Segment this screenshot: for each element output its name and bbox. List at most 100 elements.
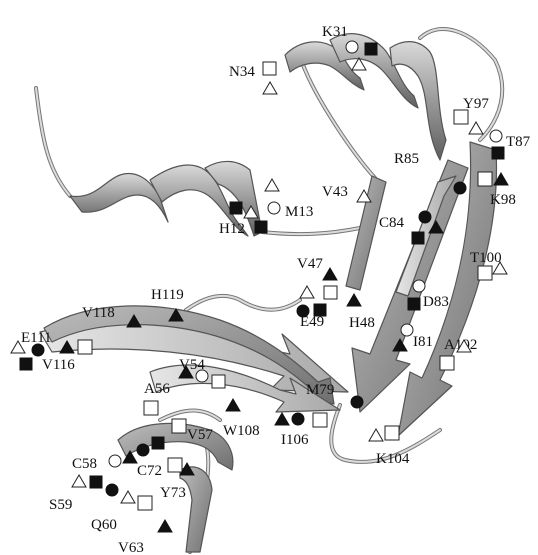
mk-filled-circle xyxy=(453,181,467,195)
mk-filled-triangle xyxy=(179,462,195,476)
mk-open-triangle xyxy=(71,474,87,488)
mk-open-square xyxy=(143,400,159,416)
mk-open-circle xyxy=(412,279,426,293)
mk-open-triangle xyxy=(120,490,136,504)
mk-filled-square xyxy=(411,231,425,245)
mk-open-triangle xyxy=(456,339,472,353)
mk-filled-square xyxy=(313,303,327,317)
mk-filled-triangle xyxy=(168,308,184,322)
label-V57: V57 xyxy=(187,427,213,443)
mk-filled-square xyxy=(151,436,165,450)
mk-filled-triangle xyxy=(178,365,194,379)
label-T87: T87 xyxy=(506,134,531,150)
label-N34: N34 xyxy=(229,64,255,80)
mk-open-triangle xyxy=(468,121,484,135)
mk-filled-circle xyxy=(296,304,310,318)
mk-open-triangle xyxy=(299,285,315,299)
label-V116: V116 xyxy=(42,357,75,373)
label-C72: C72 xyxy=(137,463,162,479)
mk-filled-triangle xyxy=(428,220,444,234)
label-V43: V43 xyxy=(322,184,348,200)
mk-filled-square xyxy=(491,146,505,160)
mk-filled-circle xyxy=(105,483,119,497)
label-E49: E49 xyxy=(300,314,324,330)
label-K31: K31 xyxy=(322,24,348,40)
mk-open-circle xyxy=(267,201,281,215)
label-Q60: Q60 xyxy=(91,517,117,533)
label-M79: M79 xyxy=(306,382,334,398)
label-S59: S59 xyxy=(49,497,72,513)
mk-open-circle xyxy=(400,323,414,337)
mk-open-square xyxy=(323,285,338,300)
mk-filled-triangle xyxy=(322,267,338,281)
mk-open-triangle xyxy=(492,261,508,275)
mk-filled-triangle xyxy=(346,293,362,307)
residue-markers xyxy=(10,40,509,533)
mk-filled-square xyxy=(254,220,268,234)
mk-open-square xyxy=(477,265,493,281)
mk-open-square xyxy=(312,412,328,428)
residue-labels: K31 N34 Y97 T87 V43 R85 M13 H12 K98 C84 … xyxy=(21,24,531,555)
mk-filled-triangle xyxy=(122,450,138,464)
mk-filled-circle xyxy=(31,343,45,357)
label-V63: V63 xyxy=(118,540,144,555)
label-Y97: Y97 xyxy=(463,96,489,112)
mk-open-triangle xyxy=(264,178,280,192)
mk-filled-triangle xyxy=(225,398,241,412)
label-V118: V118 xyxy=(82,305,115,321)
mk-filled-circle xyxy=(136,443,150,457)
label-H119: H119 xyxy=(151,287,184,303)
label-C58: C58 xyxy=(72,456,97,472)
label-R85: R85 xyxy=(394,151,419,167)
mk-open-square xyxy=(171,418,187,434)
mk-filled-circle xyxy=(350,395,364,409)
label-Y73: Y73 xyxy=(160,485,186,501)
mk-open-triangle xyxy=(356,189,372,203)
mk-open-square xyxy=(137,495,153,511)
mk-filled-triangle xyxy=(392,338,408,352)
label-A56: A56 xyxy=(144,381,170,397)
label-I81: I81 xyxy=(413,334,433,350)
label-K98: K98 xyxy=(490,192,516,208)
label-C84: C84 xyxy=(379,215,405,231)
mk-filled-triangle xyxy=(274,412,290,426)
mk-open-square xyxy=(262,61,277,76)
label-K104: K104 xyxy=(376,451,410,467)
label-H48: H48 xyxy=(349,315,375,331)
mk-open-triangle xyxy=(262,81,278,95)
mk-open-triangle xyxy=(368,428,384,442)
label-E111: E111 xyxy=(21,330,52,346)
mk-filled-triangle xyxy=(126,314,142,328)
mk-filled-triangle xyxy=(157,519,173,533)
mk-filled-square xyxy=(89,475,103,489)
mk-open-square xyxy=(453,109,469,125)
mk-open-square xyxy=(167,457,183,473)
mk-open-square xyxy=(77,339,93,355)
mk-filled-circle xyxy=(291,412,305,426)
mk-filled-square xyxy=(364,42,378,56)
label-T100: T100 xyxy=(470,250,502,266)
mk-open-square xyxy=(439,355,455,371)
mk-filled-triangle xyxy=(59,340,75,354)
mk-open-circle xyxy=(489,129,503,143)
mk-open-triangle xyxy=(243,205,259,219)
mk-open-circle xyxy=(195,369,209,383)
mk-open-circle xyxy=(345,40,359,54)
mk-open-square xyxy=(477,171,493,187)
label-D83: D83 xyxy=(423,294,449,310)
mk-filled-circle xyxy=(418,210,432,224)
label-I106: I106 xyxy=(281,432,309,448)
mk-filled-square xyxy=(229,201,243,215)
mk-filled-square xyxy=(407,297,421,311)
mk-open-square xyxy=(384,425,400,441)
label-M13: M13 xyxy=(285,204,313,220)
mk-open-square xyxy=(211,374,226,389)
label-V47: V47 xyxy=(297,256,323,272)
mk-open-circle xyxy=(108,454,122,468)
mk-open-triangle xyxy=(10,340,26,354)
mk-open-triangle xyxy=(351,57,367,71)
label-W108: W108 xyxy=(223,423,260,439)
mk-filled-triangle xyxy=(493,172,509,186)
